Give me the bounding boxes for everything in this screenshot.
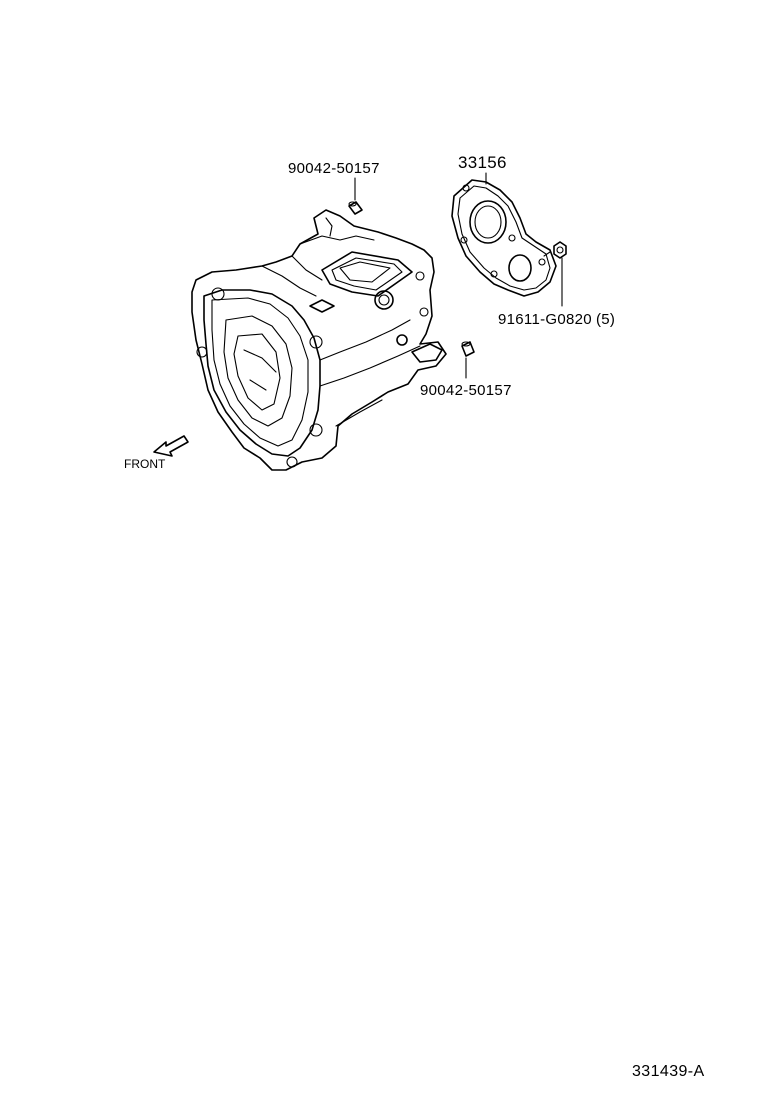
callout-gasket: 33156 [458,153,507,172]
front-direction-arrow-icon [153,435,189,457]
callout-pin-top: 90042-50157 [288,160,380,177]
dowel-pin-top [348,201,363,215]
front-label: FRONT [124,457,166,471]
hex-bolt [543,241,567,259]
illustration-ref: 331439-A [632,1063,705,1080]
dowel-pin-bottom [461,341,475,357]
transmission-case [191,209,447,471]
callout-bolt: 91611-G0820(5) [498,311,615,328]
callout-pin-bottom: 90042-50157 [420,382,512,399]
leader-lines [354,172,563,379]
callout-bolt-qty: (5) [596,311,615,328]
gasket-plate [451,179,557,297]
callout-bolt-number: 91611-G0820 [498,311,592,328]
